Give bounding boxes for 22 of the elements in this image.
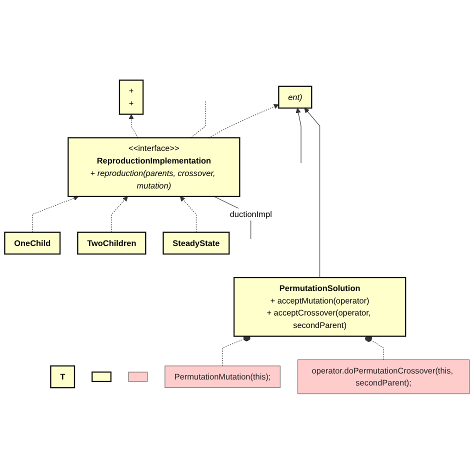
arrow bbox=[304, 108, 320, 278]
edge-label: ductionImpl bbox=[230, 209, 272, 219]
node-box: ent) bbox=[278, 86, 312, 109]
arrow bbox=[128, 114, 138, 138]
connector bbox=[365, 334, 384, 360]
node-box bbox=[92, 372, 112, 382]
node-box: operator.doPermutationCrossover(this, secondParent); bbox=[298, 359, 470, 394]
arrow bbox=[296, 108, 302, 164]
node-box: + + bbox=[118, 80, 144, 115]
node-box: TwoChildren bbox=[77, 232, 146, 255]
connector bbox=[190, 101, 206, 138]
node-box: <<interface>> ReproductionImplementation + reproduction(parents, crossover, mutation) bbox=[68, 137, 240, 198]
arrow bbox=[208, 104, 279, 138]
arrow bbox=[32, 196, 79, 233]
node-box: T bbox=[50, 365, 76, 388]
arrow bbox=[180, 196, 196, 233]
node-box bbox=[128, 372, 148, 382]
node-box: OneChild bbox=[4, 232, 61, 255]
node-box: SteadyState bbox=[162, 232, 230, 255]
arrow bbox=[111, 196, 128, 233]
node-box: PermutationSolution + acceptMutation(operator) + acceptCrossover(operator, secondParent) bbox=[233, 276, 406, 337]
node-box: PermutationMutation(this); bbox=[164, 366, 280, 388]
